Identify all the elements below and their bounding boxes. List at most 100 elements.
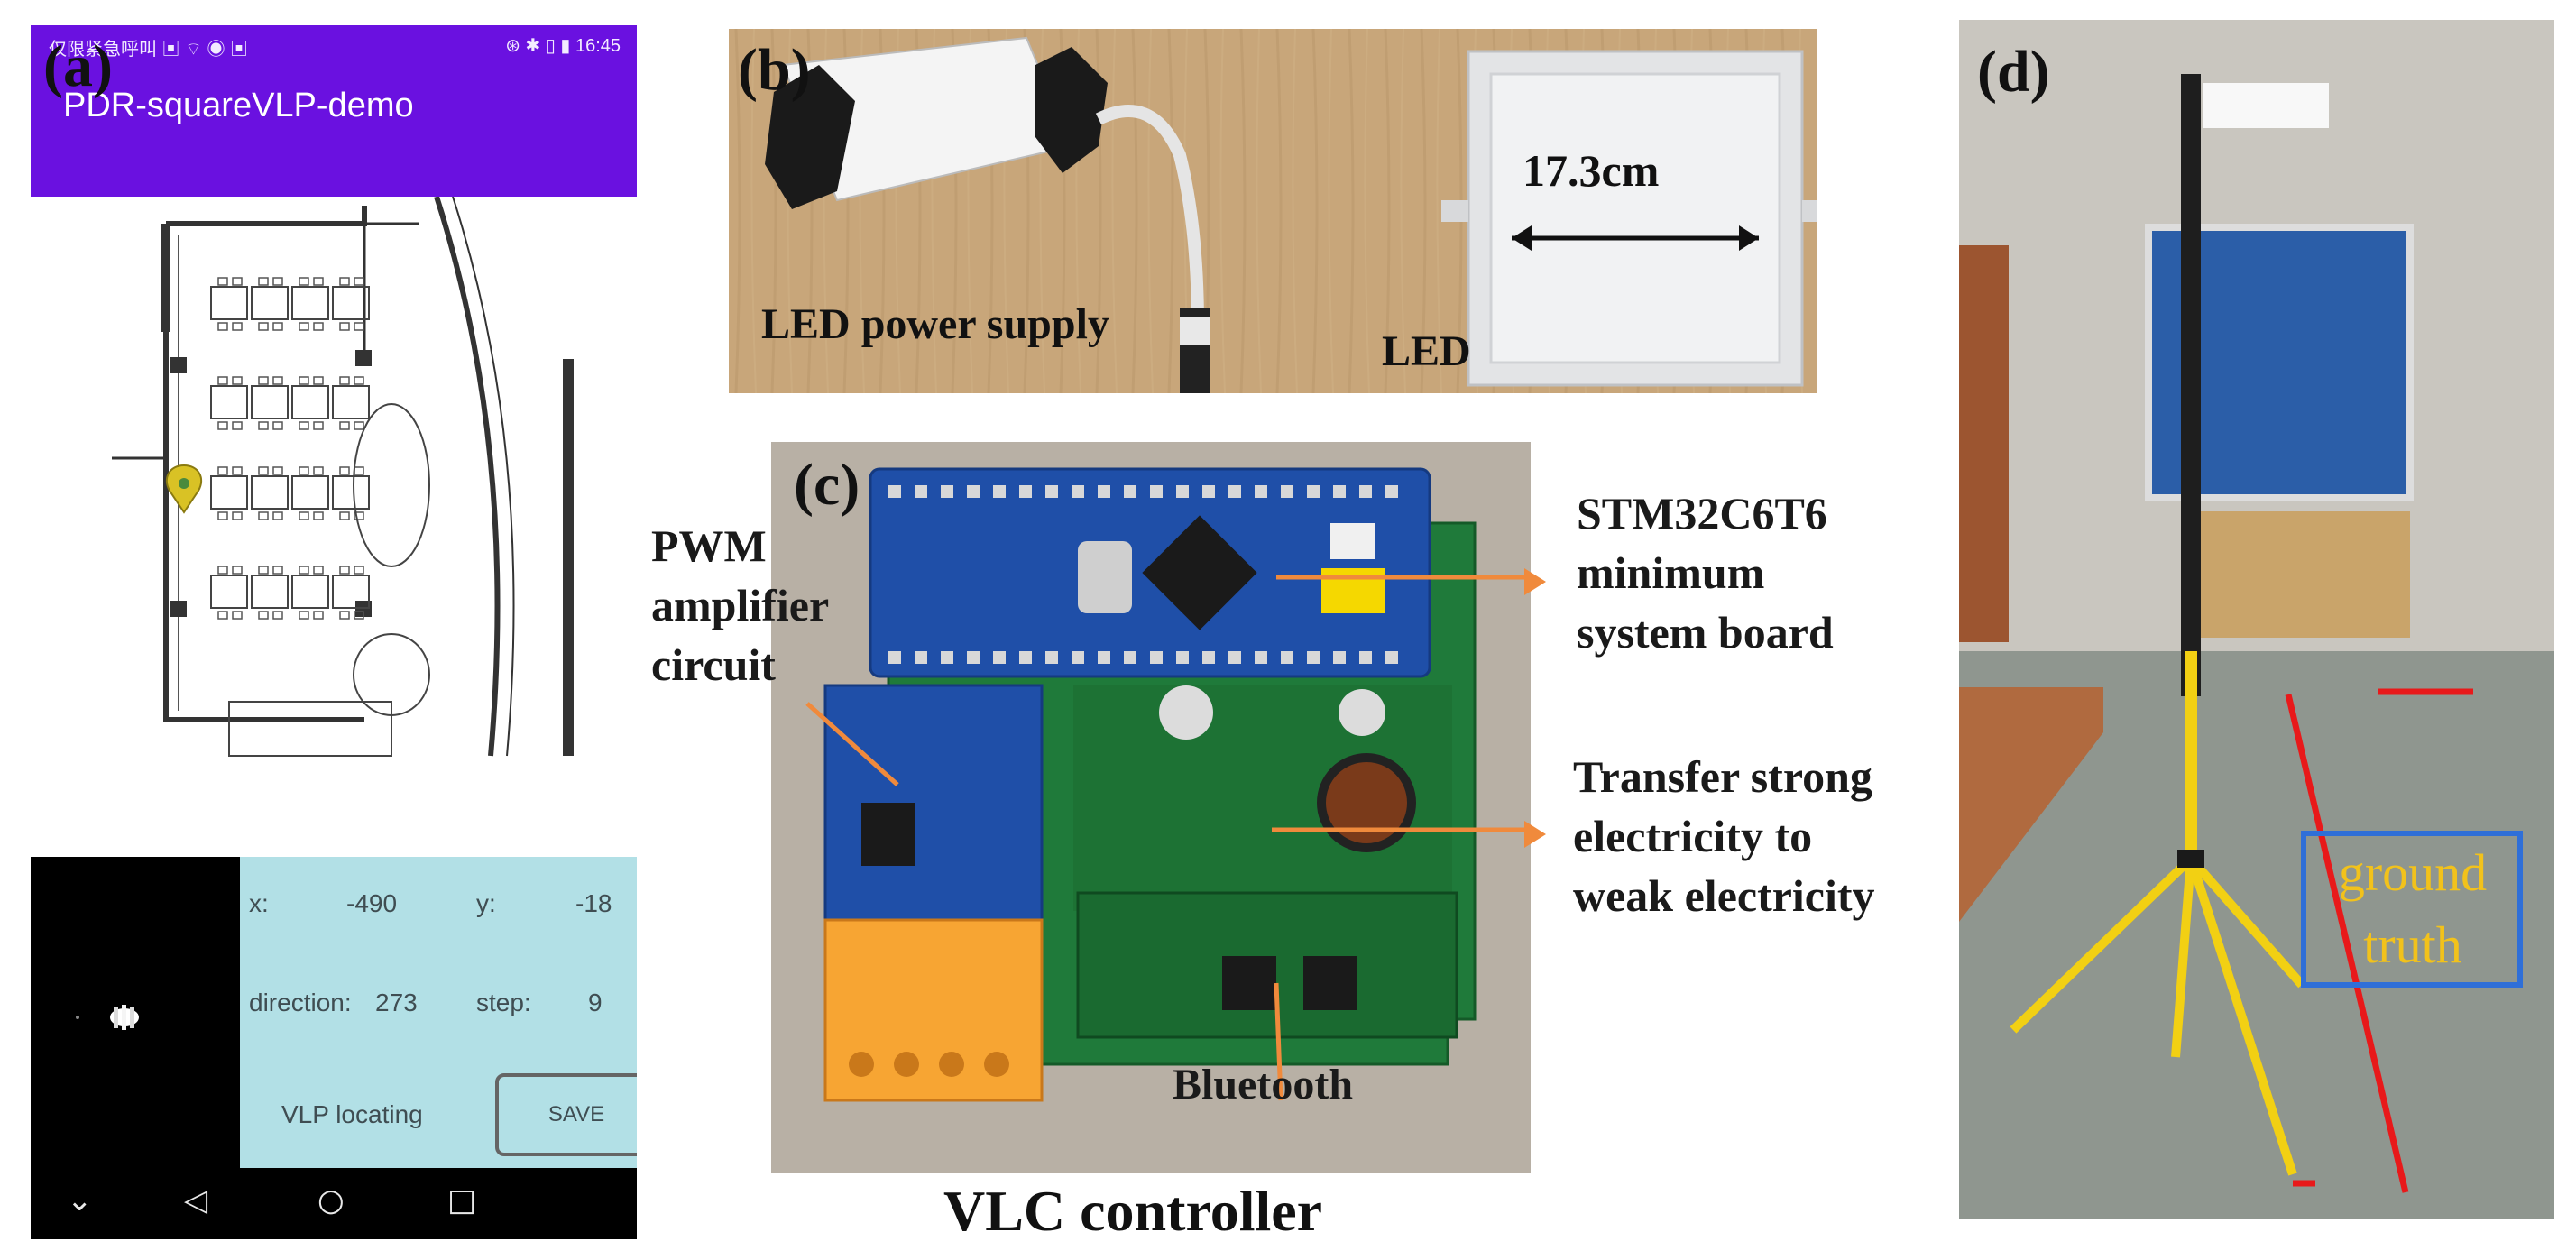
chair bbox=[232, 566, 243, 575]
chair bbox=[258, 376, 269, 385]
chair bbox=[232, 421, 243, 430]
chair bbox=[217, 277, 228, 286]
chair bbox=[339, 611, 350, 620]
header-pin bbox=[1307, 651, 1320, 664]
header-pin bbox=[941, 651, 953, 664]
floor-plan-map[interactable] bbox=[94, 197, 581, 765]
chair bbox=[299, 466, 309, 475]
desk bbox=[210, 286, 248, 320]
desk bbox=[210, 475, 248, 510]
chair bbox=[232, 277, 243, 286]
status-right: ⊛ ✱ ▯ ▮ 16:45 bbox=[505, 36, 621, 56]
chair bbox=[339, 511, 350, 520]
chair bbox=[217, 511, 228, 520]
chair bbox=[258, 277, 269, 286]
step-label: step: bbox=[476, 989, 531, 1016]
chair bbox=[258, 611, 269, 620]
phone-screenshot: 仅限紧急呼叫 ▣ ⌔ ◉ ▣ ⊛ ✱ ▯ ▮ 16:45 PDR-squareV… bbox=[31, 25, 637, 1239]
chair bbox=[354, 322, 364, 331]
chair bbox=[258, 322, 269, 331]
chair bbox=[354, 421, 364, 430]
chair bbox=[217, 466, 228, 475]
chair bbox=[258, 566, 269, 575]
chair bbox=[217, 421, 228, 430]
chair bbox=[313, 277, 324, 286]
header-pin bbox=[1019, 485, 1032, 498]
chair bbox=[339, 322, 350, 331]
chair bbox=[272, 611, 283, 620]
header-pin bbox=[1202, 651, 1215, 664]
desk bbox=[291, 286, 329, 320]
chair bbox=[299, 376, 309, 385]
location-pin-icon bbox=[165, 464, 203, 514]
header-pin bbox=[1072, 485, 1084, 498]
desk bbox=[332, 475, 370, 510]
status-left: 仅限紧急呼叫 ▣ ⌔ ◉ ▣ bbox=[49, 40, 249, 60]
chair bbox=[217, 611, 228, 620]
header-pin bbox=[941, 485, 953, 498]
desk bbox=[210, 575, 248, 609]
header-pin bbox=[967, 651, 980, 664]
chair bbox=[232, 511, 243, 520]
nav-down-icon[interactable]: ⌄ bbox=[67, 1182, 93, 1219]
header-pin bbox=[888, 651, 901, 664]
header-pin bbox=[1098, 651, 1110, 664]
desk bbox=[251, 385, 289, 419]
vlp-status: VLP locating bbox=[281, 1100, 423, 1128]
y-label: y: bbox=[476, 889, 496, 917]
chair bbox=[339, 566, 350, 575]
desk bbox=[291, 385, 329, 419]
chair bbox=[299, 611, 309, 620]
chair bbox=[313, 376, 324, 385]
header-pin bbox=[1150, 485, 1163, 498]
chair bbox=[258, 466, 269, 475]
chair bbox=[272, 511, 283, 520]
chair bbox=[339, 376, 350, 385]
header-pin bbox=[1228, 651, 1241, 664]
chair bbox=[354, 277, 364, 286]
header-pin bbox=[1124, 651, 1136, 664]
pwm-label: PWM amplifier circuit bbox=[651, 520, 830, 690]
chair bbox=[232, 322, 243, 331]
desk bbox=[210, 385, 248, 419]
desk bbox=[251, 575, 289, 609]
chair bbox=[313, 611, 324, 620]
chair bbox=[339, 466, 350, 475]
chair bbox=[232, 611, 243, 620]
controller-board-drawing bbox=[771, 442, 1531, 1173]
header-pin bbox=[1385, 485, 1398, 498]
chair bbox=[272, 466, 283, 475]
header-pin bbox=[1045, 485, 1058, 498]
chair bbox=[258, 421, 269, 430]
header-pin bbox=[1385, 651, 1398, 664]
chair bbox=[272, 322, 283, 331]
chair bbox=[272, 376, 283, 385]
header-pin bbox=[1176, 485, 1189, 498]
nav-back-icon[interactable]: ◁ bbox=[184, 1182, 208, 1219]
chair bbox=[313, 322, 324, 331]
nav-recent-icon[interactable]: □ bbox=[447, 1182, 477, 1219]
bluetooth-label: Bluetooth bbox=[1173, 1061, 1354, 1108]
save-button[interactable]: SAVE bbox=[495, 1073, 637, 1156]
chair bbox=[354, 611, 364, 620]
power-supply-label: LED power supply bbox=[761, 300, 1109, 348]
desk bbox=[332, 575, 370, 609]
header-pin bbox=[1333, 485, 1346, 498]
chair bbox=[232, 376, 243, 385]
chair bbox=[299, 421, 309, 430]
header-pin bbox=[1072, 651, 1084, 664]
panel-d-label: (d) bbox=[1977, 39, 2050, 105]
header-pin bbox=[1359, 651, 1372, 664]
header-pin bbox=[1333, 651, 1346, 664]
led-blob-icon bbox=[76, 1005, 139, 1030]
chair bbox=[299, 277, 309, 286]
nav-home-icon[interactable]: ○ bbox=[317, 1182, 345, 1219]
header-pin bbox=[1281, 485, 1293, 498]
led-photo-drawing bbox=[729, 29, 1817, 393]
desk bbox=[291, 475, 329, 510]
arrowheads bbox=[1524, 568, 1546, 848]
header-pin bbox=[1019, 651, 1032, 664]
ground-truth-label: ground truth bbox=[2338, 843, 2488, 974]
y-value: -18 bbox=[575, 889, 612, 917]
chair bbox=[217, 322, 228, 331]
